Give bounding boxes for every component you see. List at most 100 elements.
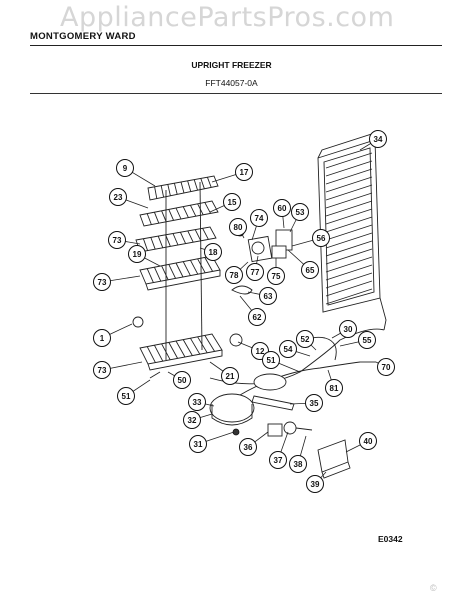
part-callout-65[interactable]: 65 — [301, 261, 319, 279]
part-number: 12 — [256, 347, 265, 356]
part-callout-15[interactable]: 15 — [223, 193, 241, 211]
part-number: 63 — [264, 292, 273, 301]
part-callout-51[interactable]: 51 — [262, 351, 280, 369]
part-number: 37 — [274, 456, 283, 465]
part-number: 35 — [310, 399, 319, 408]
part-callout-39[interactable]: 39 — [306, 475, 324, 493]
part-number: 54 — [284, 345, 293, 354]
part-number: 77 — [251, 268, 260, 277]
part-callout-36[interactable]: 36 — [239, 438, 257, 456]
part-number: 39 — [311, 480, 320, 489]
part-number: 1 — [100, 334, 105, 343]
part-callout-1[interactable]: 1 — [93, 329, 111, 347]
part-number: 31 — [194, 440, 203, 449]
part-callout-31[interactable]: 31 — [189, 435, 207, 453]
part-number: 80 — [234, 223, 243, 232]
shelf-top — [135, 175, 219, 253]
part-callout-30[interactable]: 30 — [339, 320, 357, 338]
part-callout-62[interactable]: 62 — [248, 308, 266, 326]
shelf-support — [199, 181, 203, 351]
part-callout-55[interactable]: 55 — [358, 331, 376, 349]
part-callout-50[interactable]: 50 — [173, 371, 191, 389]
part-number: 73 — [98, 278, 107, 287]
part-callout-18[interactable]: 18 — [204, 243, 222, 261]
part-callout-78[interactable]: 78 — [225, 266, 243, 284]
part-number: 56 — [317, 234, 326, 243]
part-callout-60[interactable]: 60 — [273, 199, 291, 217]
part-callout-73[interactable]: 73 — [93, 361, 111, 379]
part-number: 52 — [301, 335, 310, 344]
part-callout-75[interactable]: 75 — [267, 267, 285, 285]
part-callout-70[interactable]: 70 — [377, 358, 395, 376]
part-number: 51 — [267, 356, 276, 365]
compressor — [209, 373, 295, 426]
part-callout-32[interactable]: 32 — [183, 411, 201, 429]
part-number: 62 — [253, 313, 262, 322]
part-number: 65 — [306, 266, 315, 275]
part-number: 30 — [344, 325, 353, 334]
part-callout-38[interactable]: 38 — [289, 455, 307, 473]
part-callout-63[interactable]: 63 — [259, 287, 277, 305]
part-callout-80[interactable]: 80 — [229, 218, 247, 236]
footer-mark: © — [430, 583, 437, 593]
diagram-title: UPRIGHT FREEZER — [191, 60, 272, 70]
part-number: 60 — [278, 204, 287, 213]
watermark: AppliancePartsPros.com — [60, 2, 395, 33]
part-number: 33 — [193, 398, 202, 407]
part-number: 38 — [294, 460, 303, 469]
part-number: 18 — [209, 248, 218, 257]
shelf-bottom — [139, 333, 223, 371]
part-callout-23[interactable]: 23 — [109, 188, 127, 206]
part-callout-81[interactable]: 81 — [325, 379, 343, 397]
part-number: 17 — [240, 168, 249, 177]
part-number: 81 — [330, 384, 339, 393]
part-number: 75 — [272, 272, 281, 281]
part-number: 55 — [363, 336, 372, 345]
brand-name: MONTGOMERY WARD — [30, 31, 136, 42]
part-callout-9[interactable]: 9 — [116, 159, 134, 177]
part-callout-37[interactable]: 37 — [269, 451, 287, 469]
part-callout-74[interactable]: 74 — [250, 209, 268, 227]
part-number: 34 — [374, 135, 383, 144]
part-number: 23 — [114, 193, 123, 202]
part-number: 9 — [123, 164, 128, 173]
part-number: 50 — [178, 376, 187, 385]
condenser-coil — [317, 131, 387, 331]
drain-pan — [317, 439, 351, 479]
part-callout-33[interactable]: 33 — [188, 393, 206, 411]
shelf-clip — [149, 371, 161, 379]
model-number: FFT44057-0A — [205, 78, 258, 88]
section-rule — [30, 93, 442, 94]
part-number: 51 — [122, 392, 131, 401]
overload-relay — [267, 421, 313, 437]
part-callout-52[interactable]: 52 — [296, 330, 314, 348]
part-number: 15 — [228, 198, 237, 207]
part-callout-77[interactable]: 77 — [246, 263, 264, 281]
part-callout-40[interactable]: 40 — [359, 432, 377, 450]
part-callout-53[interactable]: 53 — [291, 203, 309, 221]
part-number: 70 — [382, 363, 391, 372]
part-callout-35[interactable]: 35 — [305, 394, 323, 412]
part-number: 36 — [244, 443, 253, 452]
shelf-middle — [139, 255, 221, 291]
part-number: 73 — [113, 236, 122, 245]
part-number: 73 — [98, 366, 107, 375]
part-callout-17[interactable]: 17 — [235, 163, 253, 181]
part-number: 78 — [230, 271, 239, 280]
part-callout-73[interactable]: 73 — [108, 231, 126, 249]
part-number: 40 — [364, 437, 373, 446]
part-callout-73[interactable]: 73 — [93, 273, 111, 291]
part-callout-19[interactable]: 19 — [128, 245, 146, 263]
part-number: 53 — [296, 208, 305, 217]
part-callout-54[interactable]: 54 — [279, 340, 297, 358]
part-callout-34[interactable]: 34 — [369, 130, 387, 148]
part-number: 32 — [188, 416, 197, 425]
control-assembly — [132, 227, 293, 347]
part-number: 19 — [133, 250, 142, 259]
part-number: 74 — [255, 214, 264, 223]
part-callout-21[interactable]: 21 — [221, 367, 239, 385]
part-number: 21 — [226, 372, 235, 381]
part-callout-51[interactable]: 51 — [117, 387, 135, 405]
part-callout-56[interactable]: 56 — [312, 229, 330, 247]
